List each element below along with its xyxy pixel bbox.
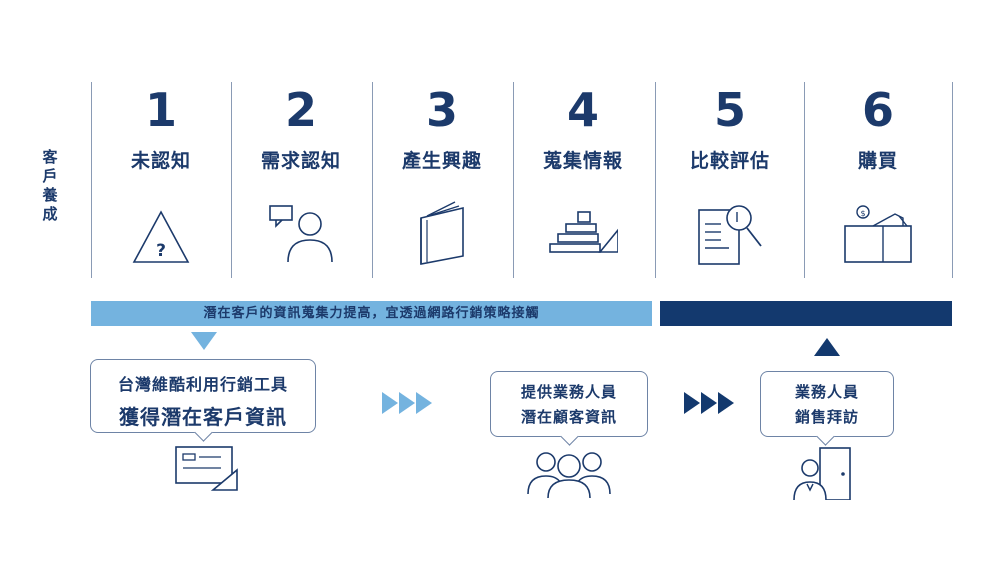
stage-3: 3 產生興趣 [372, 82, 512, 278]
svg-text:?: ? [156, 241, 166, 261]
stage-number: 4 [566, 83, 599, 137]
stage-2: 2 需求認知 [231, 82, 371, 278]
triple-chevron-icon [684, 392, 734, 414]
stage-title: 購買 [857, 150, 898, 172]
stage-number: 3 [425, 83, 458, 137]
stage-5: 5 比較評估 [660, 82, 800, 278]
bubble-line-1: 業務人員 [794, 383, 859, 401]
stage-separator [91, 82, 92, 278]
online-marketing-bar: 潛在客戶的資訊蒐集力提高，宜透過網路行銷策略接觸 [91, 301, 652, 326]
question-warning-icon: ? [132, 210, 190, 263]
person-speech-icon [269, 205, 333, 263]
stage-number: 5 [713, 83, 746, 137]
svg-text:$: $ [860, 209, 865, 218]
stage-number: 6 [861, 83, 894, 137]
stage-title: 蒐集情報 [542, 150, 623, 172]
sales-visit-bubble: 業務人員 銷售拜訪 [760, 371, 894, 446]
document-magnifier-icon [698, 205, 762, 265]
bubble-line-2: 銷售拜訪 [794, 408, 859, 426]
stage-title: 比較評估 [689, 150, 770, 172]
bubble-line-1: 提供業務人員 [520, 383, 617, 401]
marketing-tool-bubble: 台灣維酷利用行銷工具 獲得潛在客戶資訊 [90, 359, 316, 442]
stage-separator [231, 82, 232, 278]
book-icon [420, 201, 464, 265]
sales-phase-bar [660, 301, 952, 326]
bubble-line-1: 台灣維酷利用行銷工具 [117, 375, 288, 394]
up-arrow-icon [814, 338, 840, 356]
triple-chevron-icon [382, 392, 432, 414]
stage-number: 1 [144, 83, 177, 137]
stage-title: 產生興趣 [401, 150, 482, 172]
wallet-coin-icon: $ [844, 205, 912, 263]
down-arrow-icon [191, 332, 217, 350]
stage-title: 需求認知 [260, 150, 341, 172]
stage-1: 1 未認知 ? [91, 82, 231, 278]
stacked-blocks-icon [549, 211, 618, 253]
stage-4: 4 蒐集情報 [513, 82, 653, 278]
person-door-icon [793, 447, 851, 500]
bubble-tail [560, 427, 579, 446]
stage-6: 6 購買 $ [808, 82, 948, 278]
stage-separator [513, 82, 514, 278]
group-people-icon [527, 452, 611, 498]
form-card-icon [175, 446, 238, 491]
stage-number: 2 [284, 83, 317, 137]
stage-separator [952, 82, 953, 278]
stage-separator [372, 82, 373, 278]
stage-separator [655, 82, 656, 278]
sales-info-bubble: 提供業務人員 潛在顧客資訊 [490, 371, 648, 446]
stage-title: 未認知 [130, 150, 191, 172]
bubble-line-2: 潛在顧客資訊 [520, 408, 617, 426]
bubble-tail [816, 427, 835, 446]
customer-nurturing-label: 客戶養成 [42, 148, 58, 223]
stage-separator [804, 82, 805, 278]
